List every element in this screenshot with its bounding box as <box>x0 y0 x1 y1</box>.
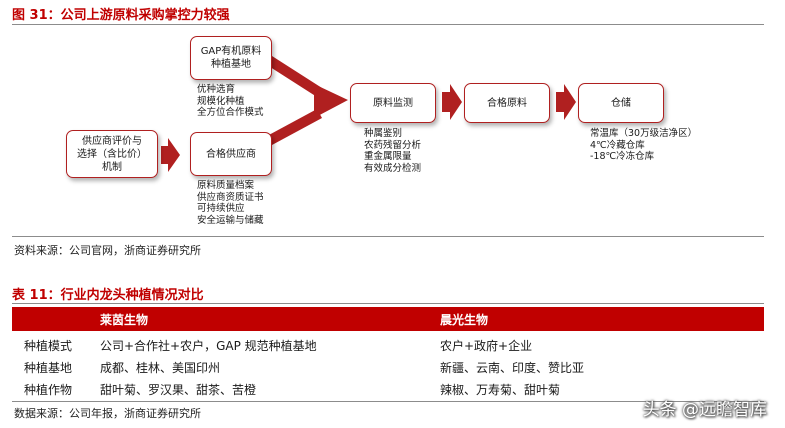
table-title-rule <box>12 303 764 304</box>
qualified-raw-box: 合格原料 <box>464 83 550 123</box>
figure-title-rule <box>12 24 764 25</box>
fan-arrow-bottom <box>267 109 322 145</box>
table-cell: 公司+合作社+农户，GAP 规范种植基地 <box>100 339 317 353</box>
table-bottom-rule <box>12 401 764 402</box>
table-cell: 新疆、云南、印度、赞比亚 <box>440 361 585 375</box>
figure-bottom-rule <box>12 236 764 237</box>
warehouse-notes: 常温库（30万级洁净区） 4℃冷藏仓库 -18℃冷冻仓库 <box>590 128 698 162</box>
warehouse-box: 仓储 <box>578 83 664 123</box>
supplier-eval-box: 供应商评价与 选择（含比价） 机制 <box>66 130 158 178</box>
table-cell: 甜叶菊、罗汉果、甜茶、苦橙 <box>100 383 257 397</box>
flow-arrows <box>161 56 576 172</box>
table-cell: 成都、桂林、美国印州 <box>100 361 221 375</box>
gap-base-box: GAP有机原料 种植基地 <box>190 36 272 80</box>
qualified-supplier-box: 合格供应商 <box>190 132 272 176</box>
arrow-to-warehouse <box>556 84 576 120</box>
watermark: 头条 @远瞻智库 <box>642 400 767 420</box>
figure-title: 图 31：公司上游原料采购掌控力较强 <box>12 8 230 23</box>
raw-inspection-box: 原料监测 <box>350 83 436 123</box>
figure-source: 资料来源：公司官网，浙商证券研究所 <box>14 244 201 257</box>
table-title: 表 11：行业内龙头种植情况对比 <box>12 288 204 303</box>
merge-arrow-head <box>314 84 348 118</box>
table-source: 数据来源：公司年报，浙商证券研究所 <box>14 407 201 420</box>
table-header-col2: 晨光生物 <box>440 313 489 327</box>
table-row-label: 种植模式 <box>24 339 73 353</box>
table-row-label: 种植基地 <box>24 361 73 375</box>
gap-base-notes: 优种选育 规模化种植 全方位合作模式 <box>197 84 264 118</box>
arrow-to-qualified-raw <box>442 84 462 120</box>
table-header-col1: 莱茵生物 <box>100 313 149 327</box>
raw-inspection-notes: 种属鉴别 农药残留分析 重金属限量 有效成分检测 <box>364 128 422 174</box>
arrow-supplier-eval <box>161 138 180 172</box>
table-header-bar <box>12 307 764 331</box>
qualified-supplier-notes: 原料质量档案 供应商资质证书 可持续供应 安全运输与储藏 <box>197 180 264 226</box>
table-cell: 农户+政府+企业 <box>440 339 533 353</box>
table-cell: 辣椒、万寿菊、甜叶菊 <box>440 383 561 397</box>
fan-arrow-top <box>267 56 322 97</box>
table-row-label: 种植作物 <box>24 383 73 397</box>
